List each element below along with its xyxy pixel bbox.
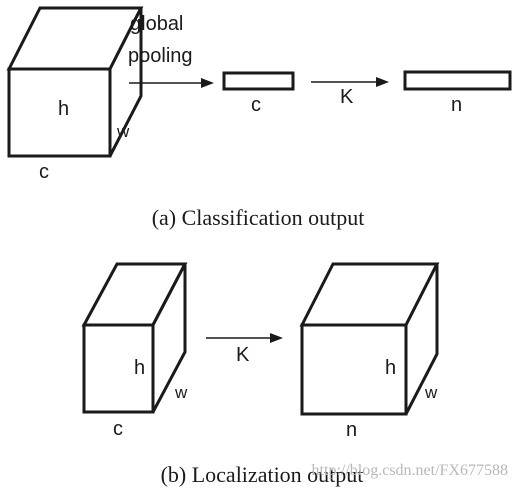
caption-a: (a) Classification output	[152, 205, 365, 230]
k-arrow-a-head	[376, 77, 389, 87]
caption-b: (b) Localization output	[161, 462, 364, 487]
cube-b-h-label: h	[134, 357, 145, 379]
cube-a-c-label: c	[39, 161, 49, 183]
cube-out-front-face	[300, 323, 408, 416]
cube-a-h-label: h	[58, 98, 69, 120]
vector-n-label: n	[451, 94, 462, 116]
cube-out-n-label: n	[346, 419, 357, 441]
k-label-a: K	[340, 86, 354, 108]
cube-a-w-label: w	[116, 122, 130, 141]
panel-a: h w c global pooling c K n (a) Classific…	[6, 6, 512, 230]
k-arrow-b-head	[270, 333, 283, 343]
cube-a-front-face	[7, 67, 112, 158]
cube-out-w-label: w	[424, 383, 438, 402]
global-pooling-label-line1: global	[130, 13, 183, 35]
vector-c	[222, 71, 295, 91]
pooling-arrow-head	[201, 78, 214, 88]
cube-b-front-face	[82, 323, 155, 414]
panel-b: h w c K h w n (b) Localization output	[81, 262, 440, 487]
watermark: http://blog.csdn.net/FX677588	[312, 462, 508, 479]
vector-n	[403, 70, 512, 91]
k-arrow-a: K	[311, 77, 389, 108]
global-pooling-label-line2: pooling	[128, 45, 193, 67]
cube-b-c-label: c	[113, 418, 123, 440]
vector-c-label: c	[251, 94, 261, 116]
global-pooling-arrow: global pooling	[128, 13, 214, 88]
input-cube-a: h w c	[6, 6, 144, 183]
output-cube-b: h w n	[299, 262, 440, 441]
input-cube-b: h w c	[81, 262, 188, 440]
cube-b-w-label: w	[174, 383, 188, 402]
cube-out-h-label: h	[385, 357, 396, 379]
k-arrow-b: K	[206, 333, 283, 366]
k-label-b: K	[236, 344, 250, 366]
